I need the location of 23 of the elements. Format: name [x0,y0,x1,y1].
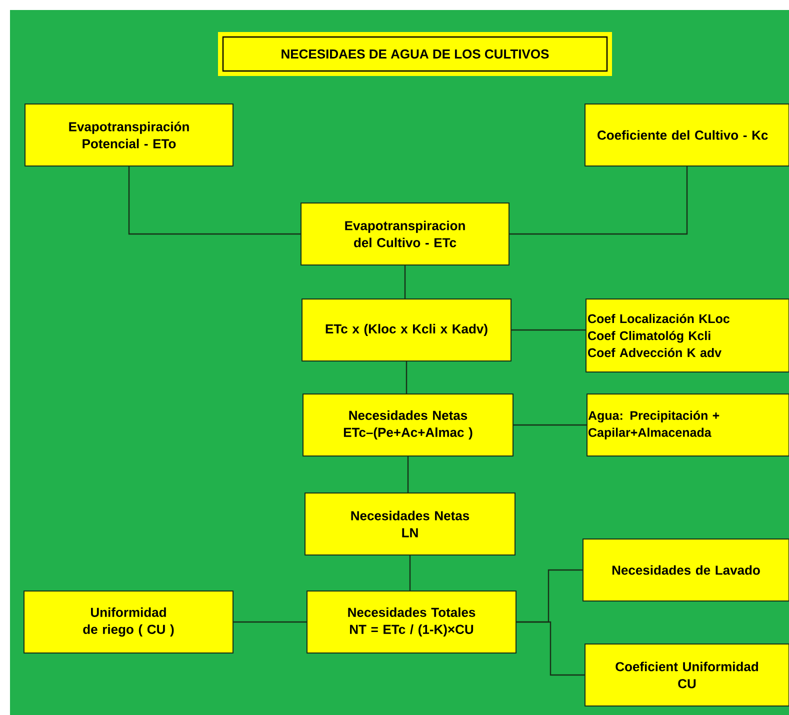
process-box: Evapotranspiracion del Cultivo - ETc [300,202,510,266]
process-box: ETc x (Kloc x Kcli x Kadv) [302,298,512,362]
process-box: Coeficient Uniformidad CU [584,644,789,706]
connector-line [234,621,306,623]
process-box: Necesidades Totales NT = ETc / (1-K)×CU [306,590,516,654]
process-box: Agua: Precipitación + Capilar+Almacenada [586,394,789,456]
process-box: Uniformidad de riego ( CU ) [24,590,234,654]
process-box: Necesidades Netas ETc–(Pe+Ac+Almac ) [302,394,514,456]
process-box: Coeficiente del Cultivo - Kc [584,104,789,166]
connector-line [409,556,411,590]
connector-line [516,621,584,676]
connector-line [404,266,406,298]
process-box: Evapotranspiración Potencial - ETo [24,104,234,166]
title-box: NECESIDAES DE AGUA DE LOS CULTIVOS [218,32,612,76]
process-box: Necesidades Netas LN [304,492,516,556]
connector-line [407,456,409,492]
process-box: Coef Localización KLoc Coef Climatológ Kcli Coef Advección K adv [586,298,789,372]
connector-line [510,166,688,235]
connector-line [406,362,408,394]
process-box: Necesidades de Lavado [582,538,789,602]
connector-line [514,424,586,426]
connector-line [512,329,586,331]
connector-line [128,166,300,235]
